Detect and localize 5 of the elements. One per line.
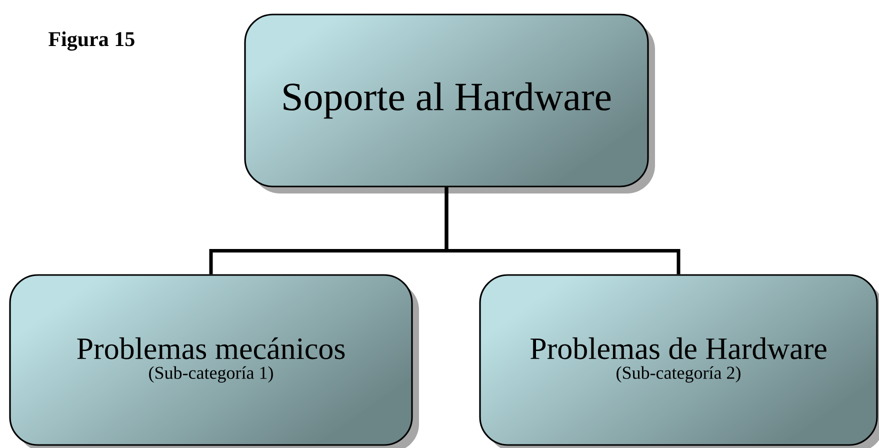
category-box: Problemas de Hardware (Sub-categoría 2) [479,274,879,448]
category-box: Problemas mecánicos (Sub-categoría 1) [9,274,419,448]
connector-line [444,187,680,274]
category-box: Soporte al Hardware [244,14,655,194]
figure-title: Figura 15 [48,31,134,51]
